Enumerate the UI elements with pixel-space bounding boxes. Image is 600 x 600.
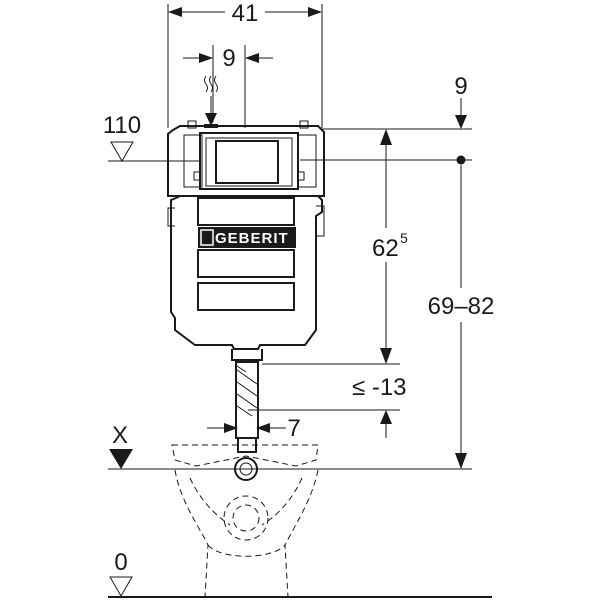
water-inlet-icon (204, 75, 218, 126)
flush-opening (199, 132, 299, 190)
dim-label-41: 41 (232, 0, 259, 27)
dim-label-9-right: 9 (454, 73, 467, 100)
dim-width-41: 41 (167, 0, 323, 128)
level-triangle-icon (110, 141, 134, 162)
level-110: 110 (103, 112, 200, 162)
wc-bowl-outline (171, 444, 319, 598)
dim-label-69-82: 69–82 (428, 293, 495, 320)
arrow-in-right (245, 53, 259, 63)
dim-inner-9: 9 (183, 45, 273, 128)
level-label-x: X (112, 422, 128, 449)
flush-plate-cutout (215, 140, 279, 184)
panel-top (197, 197, 295, 226)
pipe-outlet-inner (239, 462, 253, 476)
arrow-right (308, 7, 322, 17)
pipe-segment (235, 361, 259, 439)
panel-middle (197, 249, 295, 278)
dim-frame-height: 62 5 (262, 129, 416, 365)
dim-label-62: 62 (372, 235, 399, 262)
flush-pipe (231, 349, 263, 481)
bracket-clip-left (187, 120, 197, 129)
level-x: X (108, 422, 472, 470)
dim-label-9-inner: 9 (222, 45, 235, 72)
floor-triangle-icon (109, 576, 133, 597)
panel-bottom (197, 282, 295, 311)
dim-label-7: 7 (287, 415, 300, 442)
dim-label-62-exp: 5 (400, 230, 408, 246)
bracket-right-tab (297, 134, 317, 188)
cistern-frame: GEBERIT (167, 120, 325, 350)
level-floor: 0 (108, 549, 492, 598)
dim-total-height: 69–82 (415, 165, 505, 469)
top-bracket (167, 125, 325, 197)
level-label-0: 0 (114, 549, 127, 576)
geberit-logo: GEBERIT (198, 227, 296, 248)
bracket-clip-right (299, 120, 309, 129)
bowl-drain-outer (223, 495, 269, 541)
ref-point (456, 155, 466, 165)
dim-pipe-offset: ≤ -13 (248, 374, 407, 438)
pipe-outlet-outer (234, 457, 258, 481)
level-label-110: 110 (103, 112, 141, 139)
dim-label-pipe-offset: ≤ -13 (352, 374, 407, 401)
dim-pipe-width: 7 (207, 415, 301, 442)
bracket-left-tab (183, 134, 203, 188)
brand-logo-text: GEBERIT (215, 230, 289, 247)
cistern-body (170, 195, 323, 350)
bowl-drain-inner (232, 504, 260, 532)
arrow-in-left (199, 53, 213, 63)
arrow-left (168, 7, 182, 17)
level-filled-triangle-icon (109, 449, 133, 469)
